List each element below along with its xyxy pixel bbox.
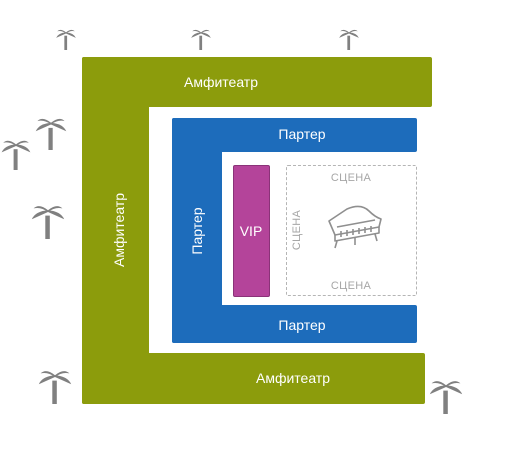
palm-tree-icon (339, 29, 359, 50)
amphitheater-left-section[interactable] (82, 57, 149, 404)
stage-left-label: СЦЕНА (291, 209, 303, 251)
palm-tree-icon (35, 118, 67, 150)
palm-tree-icon (1, 140, 31, 170)
amphitheater-left-label: Амфитеатр (111, 192, 127, 268)
parterre-left-label: Партер (189, 207, 205, 255)
grand-piano-icon (328, 205, 382, 249)
amphitheater-bottom-section[interactable] (82, 353, 425, 404)
amphitheater-top-label: Амфитеатр (183, 74, 259, 90)
amphitheater-bottom-label: Амфитеатр (255, 370, 331, 386)
palm-tree-icon (429, 381, 463, 414)
palm-tree-icon (56, 29, 76, 50)
parterre-bottom-label: Партер (278, 317, 326, 333)
vip-section[interactable] (233, 165, 270, 297)
palm-tree-icon (191, 29, 211, 50)
palm-tree-icon (31, 206, 65, 239)
stage-bottom-label: СЦЕНА (330, 280, 372, 292)
stage-area (286, 165, 417, 296)
vip-label: VIP (239, 223, 263, 239)
palm-tree-icon (38, 371, 72, 404)
parterre-bottom-section[interactable] (172, 305, 417, 343)
parterre-top-label: Партер (278, 126, 326, 142)
stage-top-label: СЦЕНА (330, 172, 372, 184)
